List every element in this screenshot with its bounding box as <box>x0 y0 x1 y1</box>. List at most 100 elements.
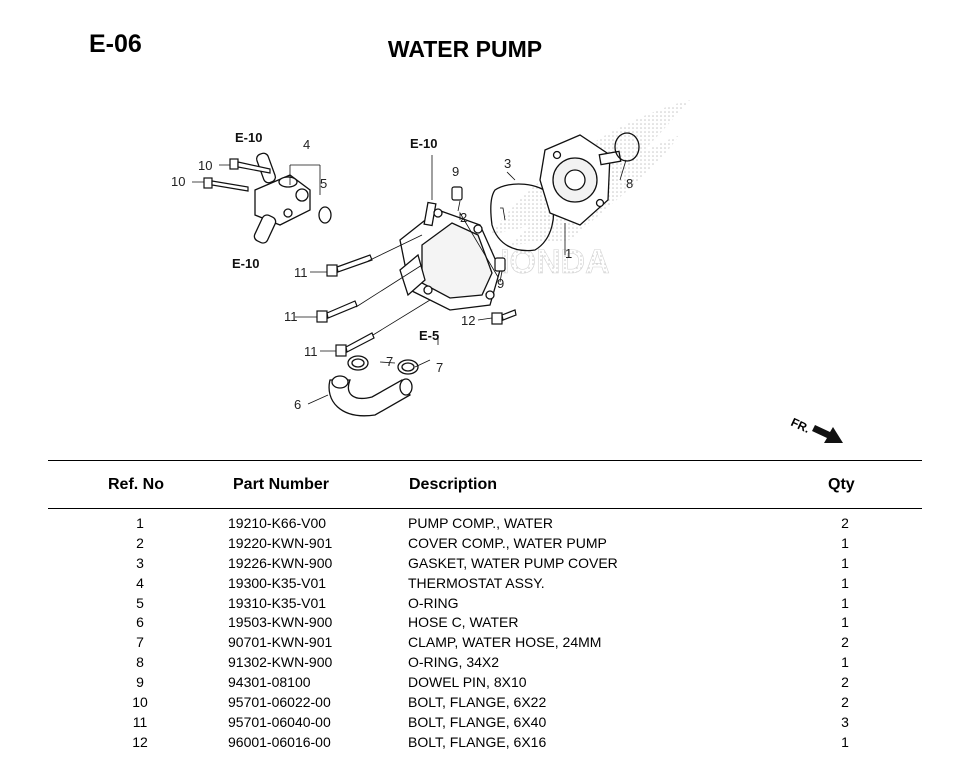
part-number-cell: 19220-KWN-901 <box>228 534 333 551</box>
callout-number: 7 <box>386 354 393 369</box>
table-header-rule <box>48 508 922 509</box>
quantity-cell: 1 <box>841 733 849 750</box>
description-cell: DOWEL PIN, 8X10 <box>408 674 527 691</box>
callout-number: 11 <box>304 344 318 359</box>
dowel-pin-bottom <box>494 257 506 272</box>
quantity-cell: 3 <box>841 713 849 730</box>
crossref-label: E-10 <box>410 136 437 151</box>
quantity-cell: 1 <box>841 554 849 571</box>
ref-cell: 2 <box>136 534 144 551</box>
crossref-label: E-5 <box>419 328 439 343</box>
quantity-cell: 1 <box>841 534 849 551</box>
quantity-cell: 2 <box>841 515 849 531</box>
bolts-10 <box>203 158 271 192</box>
callout-number: 11 <box>294 265 308 280</box>
ref-cell: 10 <box>132 694 148 711</box>
table-row: 3 19226-KWN-900 GASKET, WATER PUMP COVER 1 <box>0 554 969 574</box>
section-code: E-06 <box>89 30 142 58</box>
callout-number: 6 <box>294 397 301 412</box>
part-number-cell: 95701-06022-00 <box>228 694 331 711</box>
table-row: 4 19300-K35-V01 THERMOSTAT ASSY. 1 <box>0 574 969 594</box>
fr-label: FR. <box>789 415 812 436</box>
water-pump <box>539 134 622 226</box>
callout-number: 11 <box>284 309 298 324</box>
ref-cell: 5 <box>136 594 144 611</box>
description-cell: THERMOSTAT ASSY. <box>408 574 545 591</box>
quantity-cell: 1 <box>841 654 849 671</box>
table-row: 7 90701-KWN-901 CLAMP, WATER HOSE, 24MM 2 <box>0 633 969 653</box>
table-top-rule <box>48 460 922 461</box>
description-cell: GASKET, WATER PUMP COVER <box>408 554 618 571</box>
quantity-cell: 2 <box>841 694 849 711</box>
ref-cell: 12 <box>132 733 148 750</box>
description-cell: COVER COMP., WATER PUMP <box>408 534 607 551</box>
description-cell: PUMP COMP., WATER <box>408 515 553 531</box>
parts-table-body: 1 19210-K66-V00 PUMP COMP., WATER 2 2 19220-K… <box>0 514 969 753</box>
thermostat-assembly <box>253 152 311 244</box>
col-header-desc: Description <box>409 476 498 493</box>
exploded-parts-diagram: HONDA <box>171 100 843 443</box>
ref-cell: 6 <box>136 614 144 631</box>
part-number-cell: 19310-K35-V01 <box>228 594 327 611</box>
callout-number: 12 <box>461 313 475 328</box>
leader-lines <box>192 155 627 405</box>
part-number-cell: 19300-K35-V01 <box>228 574 327 591</box>
part-number-cell: 90701-KWN-901 <box>228 634 333 651</box>
hose-clamps <box>347 355 419 375</box>
quantity-cell: 2 <box>841 634 849 651</box>
callout-number: 3 <box>504 156 511 171</box>
quantity-cell: 1 <box>841 614 849 631</box>
ref-cell: 4 <box>136 574 144 591</box>
part-number-cell: 91302-KWN-900 <box>228 654 333 671</box>
table-row: 8 91302-KWN-900 O-RING, 34X2 1 <box>0 653 969 673</box>
ref-cell: 8 <box>136 654 144 671</box>
part-number-cell: 95701-06040-00 <box>228 713 331 730</box>
fr-arrow-icon <box>812 425 843 443</box>
part-number-cell: 19503-KWN-900 <box>228 614 333 631</box>
gasket <box>490 183 555 252</box>
table-row: 2 19220-KWN-901 COVER COMP., WATER PUMP 1 <box>0 534 969 554</box>
bolts-11 <box>316 254 375 357</box>
pump-cover <box>399 201 501 311</box>
page-title: WATER PUMP <box>387 36 543 62</box>
col-header-qty: Qty <box>828 476 855 493</box>
part-number-cell: 19226-KWN-900 <box>228 554 333 571</box>
ref-cell: 1 <box>136 515 144 531</box>
dowel-pin-top <box>451 186 463 201</box>
water-hose <box>328 375 413 417</box>
table-row: 1 19210-K66-V00 PUMP COMP., WATER 2 <box>0 514 969 534</box>
description-cell: HOSE C, WATER <box>408 614 519 631</box>
ref-cell: 3 <box>136 554 144 571</box>
table-row: 6 19503-KWN-900 HOSE C, WATER 1 <box>0 613 969 633</box>
callout-number: 10 <box>198 158 212 173</box>
front-direction-indicator: FR. <box>789 415 843 443</box>
callout-number: 7 <box>436 360 443 375</box>
crossref-label: E-10 <box>235 130 262 145</box>
ref-cell: 9 <box>136 674 144 691</box>
bolt-12 <box>491 309 517 325</box>
col-header-part: Part Number <box>233 476 330 493</box>
o-ring-5 <box>318 206 332 224</box>
callout-number: 1 <box>565 246 572 261</box>
callout-number: 9 <box>452 164 459 179</box>
quantity-cell: 1 <box>841 594 849 611</box>
callout-number: 4 <box>303 137 310 152</box>
callout-number: 10 <box>171 174 185 189</box>
col-header-ref: Ref. No <box>108 476 164 493</box>
quantity-cell: 1 <box>841 574 849 591</box>
ref-cell: 11 <box>132 713 148 730</box>
callout-number: 8 <box>626 176 633 191</box>
part-number-cell: 19210-K66-V00 <box>228 515 327 531</box>
crossref-label: E-10 <box>232 256 259 271</box>
callout-number: 5 <box>320 176 327 191</box>
quantity-cell: 2 <box>841 674 849 691</box>
description-cell: O-RING, 34X2 <box>408 654 500 671</box>
description-cell: CLAMP, WATER HOSE, 24MM <box>408 634 602 651</box>
description-cell: BOLT, FLANGE, 6X16 <box>408 733 547 750</box>
ref-cell: 7 <box>136 634 144 651</box>
callout-number: 2 <box>460 210 467 225</box>
